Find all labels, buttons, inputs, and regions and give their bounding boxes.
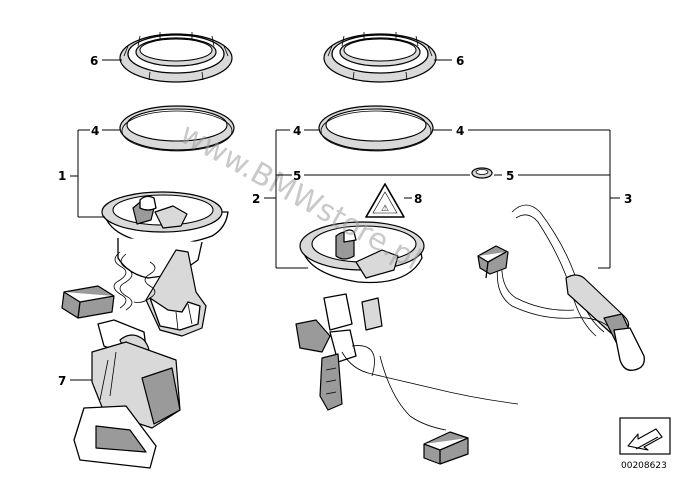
fuel-line-assembly: [477, 204, 645, 371]
callout-4-left: 4: [91, 124, 99, 138]
svg-text:⚠: ⚠: [381, 204, 389, 214]
fuel-level-sender-assembly: [295, 221, 519, 465]
callout-5-right: 5: [506, 169, 514, 183]
seal-ring-left: [119, 105, 235, 152]
filter-housing: [73, 319, 181, 469]
warning-triangle-icon: ⚠: [365, 183, 405, 218]
fuel-pump-assembly: [61, 191, 229, 337]
reference-number: 00208623: [621, 461, 667, 471]
callout-3: 3: [624, 192, 632, 206]
callout-6-left: 6: [90, 54, 98, 68]
o-ring: [471, 167, 493, 179]
catalog-arrow-icon: [619, 417, 671, 455]
lock-ring-right: [323, 32, 437, 83]
callout-7: 7: [58, 374, 66, 388]
callout-2: 2: [252, 192, 260, 206]
callout-4-middle: 4: [293, 124, 301, 138]
callout-6-right: 6: [456, 54, 464, 68]
seal-ring-right: [318, 105, 434, 152]
callout-1: 1: [58, 169, 66, 183]
callout-8: 8: [414, 192, 422, 206]
leader-lines: [70, 59, 620, 381]
lock-ring-left: [119, 32, 233, 83]
callout-4-right: 4: [456, 124, 464, 138]
callout-5-left: 5: [293, 169, 301, 183]
